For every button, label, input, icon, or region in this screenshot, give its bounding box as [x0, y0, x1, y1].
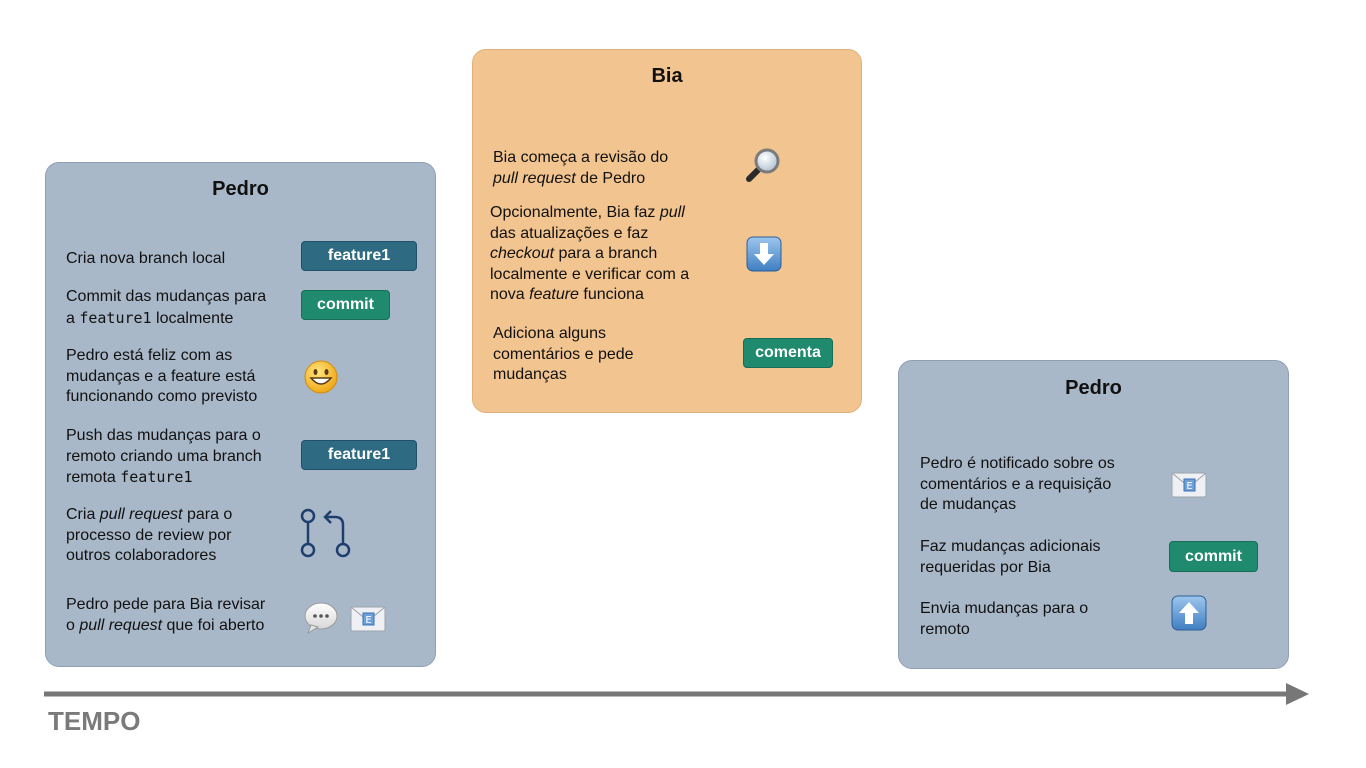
step-text: Commit das mudanças para a feature1 loca…	[66, 288, 267, 327]
bia-panel: Bia Bia começa a revisão do pull request…	[472, 49, 862, 413]
step-text: Push das mudanças para o remoto criando …	[66, 427, 262, 486]
branch-tag-feature1[interactable]: feature1	[301, 241, 417, 271]
branch-tag-feature1[interactable]: feature1	[301, 440, 417, 470]
step-text: Cria nova branch local	[66, 250, 226, 267]
step-text: Pedro está feliz com as mudanças e a fea…	[66, 347, 258, 405]
step-text: Pedro pede para Bia revisar o pull reque…	[66, 596, 266, 634]
step-text: Cria pull request para o processo de rev…	[66, 506, 233, 564]
envelope-icon: E	[1171, 472, 1207, 498]
timeline-arrow	[44, 683, 1309, 705]
speech-bubble-icon	[304, 602, 338, 635]
timeline-label: TEMPO	[48, 706, 141, 736]
pull-request-icon	[300, 508, 351, 558]
step-text: Envia mudanças para o remoto	[920, 600, 1089, 638]
commit-tag[interactable]: commit	[1169, 541, 1258, 572]
pedro-panel-right: Pedro Pedro é notificado sobre os coment…	[898, 360, 1289, 669]
pedro-panel-left: Pedro Cria nova branch local feature1 Co…	[45, 162, 436, 667]
envelope-icon: E	[350, 606, 386, 632]
commit-tag[interactable]: commit	[301, 290, 390, 320]
step-text: Adiciona alguns comentários e pede mudan…	[493, 325, 634, 383]
step-text: Opcionalmente, Bia faz pull das atualiza…	[490, 204, 690, 303]
panel-title: Bia	[651, 65, 683, 87]
step-text: Bia começa a revisão do pull request de …	[493, 149, 669, 187]
step-text: Pedro é notificado sobre os comentários …	[920, 455, 1115, 513]
upload-arrow-icon	[1171, 595, 1207, 631]
smiley-icon	[304, 360, 338, 394]
download-arrow-icon	[746, 236, 782, 272]
comment-tag[interactable]: comenta	[743, 338, 833, 368]
step-text: Faz mudanças adicionais requeridas por B…	[920, 538, 1101, 576]
panel-title: Pedro	[212, 178, 269, 200]
panel-title: Pedro	[1065, 377, 1122, 399]
magnifier-icon	[746, 148, 780, 182]
svg-text:E: E	[365, 615, 371, 626]
svg-text:E: E	[1186, 481, 1192, 492]
